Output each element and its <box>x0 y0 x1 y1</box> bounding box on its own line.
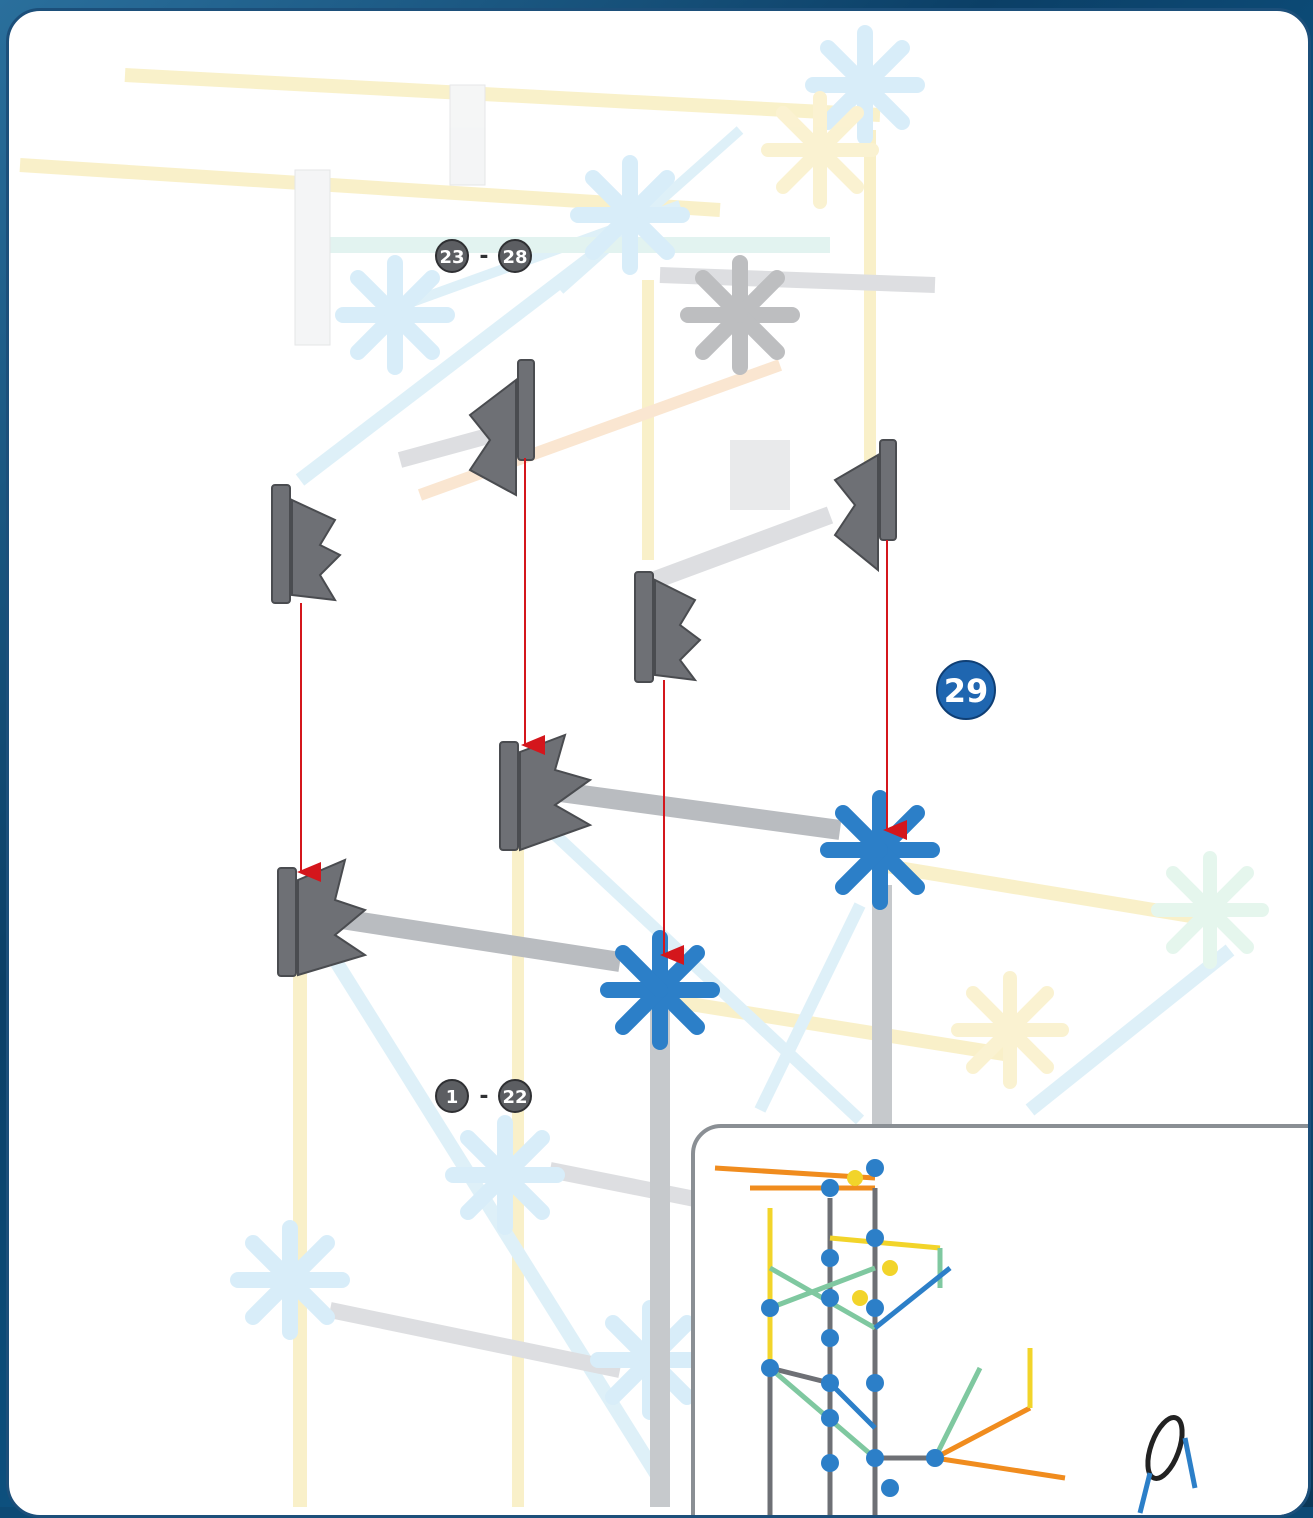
range-top-dash: - <box>479 244 488 269</box>
overview-model-illustration <box>695 1128 1311 1518</box>
range-top-end: 28 <box>502 247 527 268</box>
instruction-panel: 23 - 28 1 - 22 29 <box>6 8 1311 1518</box>
range-bottom-start: 1 <box>446 1087 459 1108</box>
range-top-start: 23 <box>439 247 464 268</box>
range-bottom-dash: - <box>479 1084 488 1109</box>
overview-inset <box>691 1124 1311 1518</box>
step-number: 29 <box>944 672 989 710</box>
faded-frame <box>20 33 935 580</box>
range-bottom-end: 22 <box>502 1087 527 1108</box>
